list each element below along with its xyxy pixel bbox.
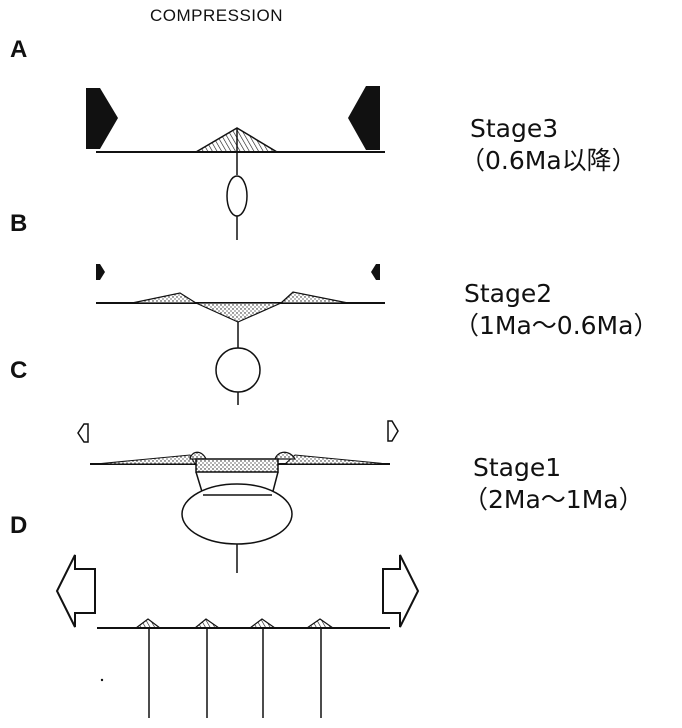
panel-b-letter: B [10,210,28,237]
panel-d-letter: D [10,512,28,539]
small-arrow-right [371,264,380,280]
panel-a-letter: A [10,36,28,63]
stage3-name: Stage3 [470,114,559,143]
outline-arrow-left [77,423,89,443]
compression-arrow-right [348,86,380,150]
small-arrow-left [96,264,105,280]
stage1-period: （2Ma～1Ma） [463,485,644,514]
panel-c-letter: C [10,357,28,384]
panel-d-section [55,554,420,718]
stage3-period: （0.6Ma以降） [460,146,637,175]
panel-c-section [77,420,399,573]
panel-a-section [86,86,385,240]
magma-body-b [215,347,261,393]
compression-arrow-left [86,88,118,149]
stage1-label: Stage1 （2Ma～1Ma） [463,452,644,516]
basin-fill-b [195,302,282,323]
stage2-period: （1Ma～0.6Ma） [454,311,659,340]
outline-arrow-right [387,420,399,442]
magma-body-a [226,175,248,217]
panel-b-section [96,264,385,405]
stage1-name: Stage1 [473,453,562,482]
stage2-name: Stage2 [464,279,553,308]
magma-body-c [181,483,293,545]
extension-arrow-right [382,554,420,628]
compression-heading: COMPRESSION [150,6,284,25]
stage2-label: Stage2 （1Ma～0.6Ma） [454,278,658,342]
graben-fill-c [195,458,279,473]
extension-arrow-left [55,554,96,628]
stage3-label: Stage3 （0.6Ma以降） [460,113,637,177]
